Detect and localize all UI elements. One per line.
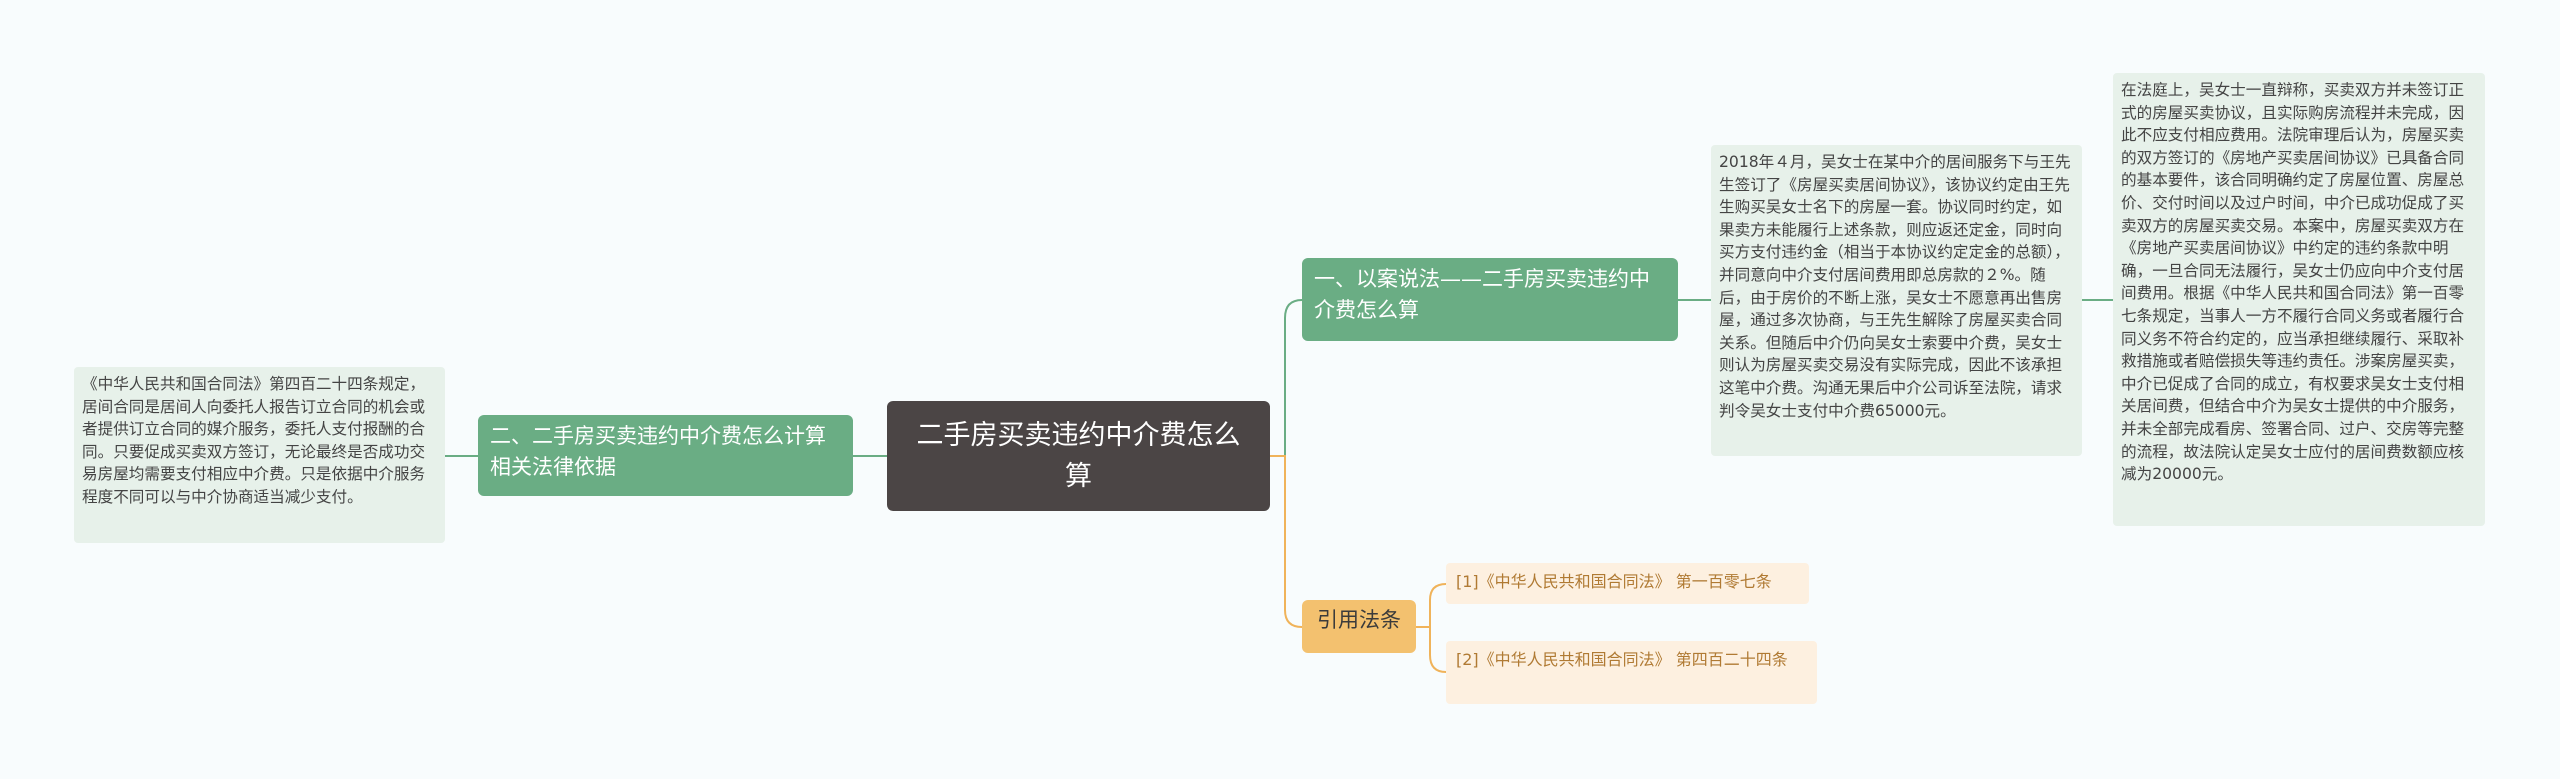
link-citations-ref2 bbox=[1429, 627, 1447, 673]
citation-item-label: [1]《中华人民共和国合同法》 第一百零七条 bbox=[1456, 572, 1772, 591]
court-ruling-note[interactable]: 在法庭上，吴女士一直辩称，买卖双方并未签订正式的房屋买卖协议，且实际购房流程并未… bbox=[2113, 73, 2485, 526]
branch-legal-basis[interactable]: 二、二手房买卖违约中介费怎么计算相关法律依据 bbox=[478, 415, 853, 496]
legal-basis-text: 《中华人民共和国合同法》第四百二十四条规定，居间合同是居间人向委托人报告订立合同… bbox=[82, 375, 426, 506]
root-topic-label: 二手房买卖违约中介费怎么算 bbox=[916, 420, 1241, 492]
court-ruling-text: 在法庭上，吴女士一直辩称，买卖双方并未签订正式的房屋买卖协议，且实际购房流程并未… bbox=[2121, 81, 2465, 484]
branch-legal-basis-label: 二、二手房买卖违约中介费怎么计算相关法律依据 bbox=[490, 424, 826, 479]
branch-case-study-label: 一、以案说法——二手房买卖违约中介费怎么算 bbox=[1314, 267, 1650, 322]
link-citations-refs bbox=[1416, 583, 1447, 628]
case-facts-text: 2018年４月，吴女士在某中介的居间服务下与王先生签订了《房屋买卖居间协议》，该… bbox=[1719, 153, 2071, 420]
case-facts-note[interactable]: 2018年４月，吴女士在某中介的居间服务下与王先生签订了《房屋买卖居间协议》，该… bbox=[1711, 145, 2082, 456]
root-topic[interactable]: 二手房买卖违约中介费怎么算 bbox=[887, 401, 1270, 511]
legal-basis-note[interactable]: 《中华人民共和国合同法》第四百二十四条规定，居间合同是居间人向委托人报告订立合同… bbox=[74, 367, 445, 543]
branch-citations-label: 引用法条 bbox=[1317, 608, 1401, 632]
branch-case-study[interactable]: 一、以案说法——二手房买卖违约中介费怎么算 bbox=[1302, 258, 1678, 341]
link-root-citations bbox=[1270, 455, 1303, 628]
citation-item-label: [2]《中华人民共和国合同法》 第四百二十四条 bbox=[1456, 650, 1788, 669]
citation-item[interactable]: [1]《中华人民共和国合同法》 第一百零七条 bbox=[1446, 563, 1809, 604]
branch-citations[interactable]: 引用法条 bbox=[1302, 600, 1416, 653]
citation-item[interactable]: [2]《中华人民共和国合同法》 第四百二十四条 bbox=[1446, 641, 1817, 704]
link-root-branch1 bbox=[1270, 299, 1303, 457]
